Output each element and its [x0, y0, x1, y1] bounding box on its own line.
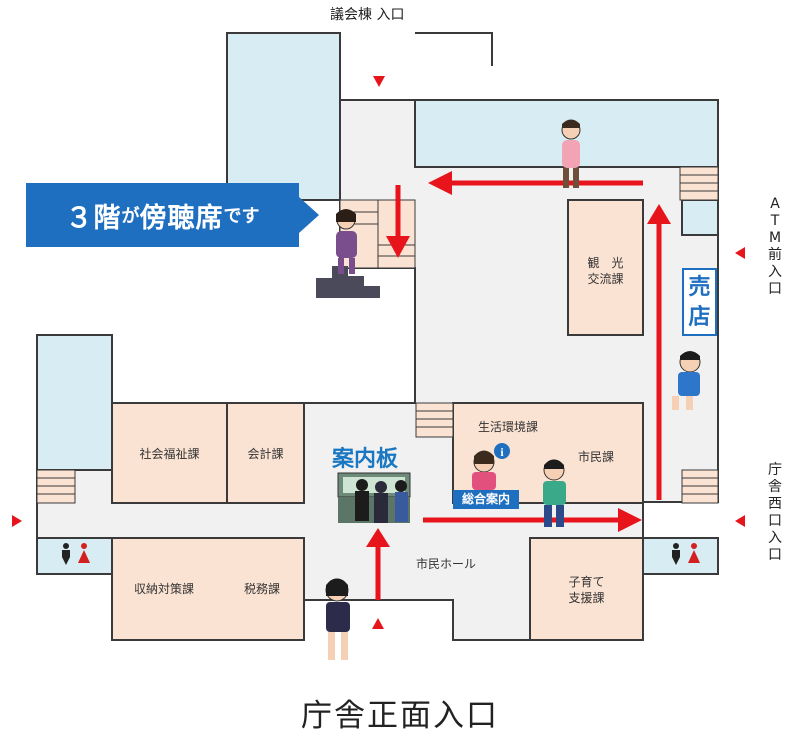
- label-shimin: 市民課: [578, 450, 615, 464]
- label-zeimu: 税務課: [244, 582, 281, 596]
- restroom-left: [36, 537, 113, 575]
- info-desk-badge: 総合案内: [453, 490, 519, 509]
- callout-gallery: 傍聴席: [139, 202, 224, 234]
- room-kosodate: [529, 537, 644, 641]
- callout-pointer: [299, 197, 319, 233]
- person-walking-icon: [325, 119, 701, 660]
- label-shuno: 収納対策課: [134, 582, 195, 596]
- info-icon: i: [494, 443, 510, 459]
- gikai-entrance-wall: [415, 32, 493, 66]
- label-seikatsu: 生活環境課: [478, 420, 539, 434]
- room-shakai: [111, 402, 228, 504]
- restroom-right: [642, 537, 719, 575]
- restroom-icon: [62, 543, 700, 565]
- staircase-3f-icon: [316, 266, 380, 298]
- left-block: [36, 334, 113, 471]
- room-shuno-zeimu: [111, 537, 305, 641]
- main-entrance-title: 庁舎正面入口: [301, 698, 499, 734]
- label-hall: 市民ホール: [416, 557, 477, 571]
- guide-board-label: 案内板: [332, 447, 399, 472]
- room-kanko: [567, 199, 644, 336]
- entrance-west[interactable]: 庁舎西口 入口: [768, 462, 782, 563]
- svg-text:i: i: [500, 445, 504, 459]
- label-kaikei: 会計課: [247, 447, 284, 461]
- callout-floor: ３階: [65, 202, 122, 234]
- callout-particle: が: [121, 206, 140, 227]
- room-kaikei: [226, 402, 305, 504]
- guide-board-icon: [337, 472, 411, 523]
- right-small-block: [681, 199, 719, 236]
- entrance-gikai[interactable]: 議会棟 入口: [330, 7, 405, 23]
- callout-suffix: です: [223, 206, 260, 227]
- shop: 売店: [682, 268, 717, 336]
- entrance-marker-icon: [12, 76, 745, 629]
- label-kanko: 観 光 交流課: [587, 256, 624, 287]
- route-arrows: [366, 171, 671, 600]
- callout-3f-gallery: ３階 が 傍聴席 です: [26, 183, 299, 247]
- entrance-atm[interactable]: ATM前 入口: [768, 196, 782, 297]
- upper-left-block: [226, 32, 341, 201]
- label-kosodate: 子育て 支援課: [568, 575, 605, 606]
- label-shakai: 社会福祉課: [139, 447, 200, 461]
